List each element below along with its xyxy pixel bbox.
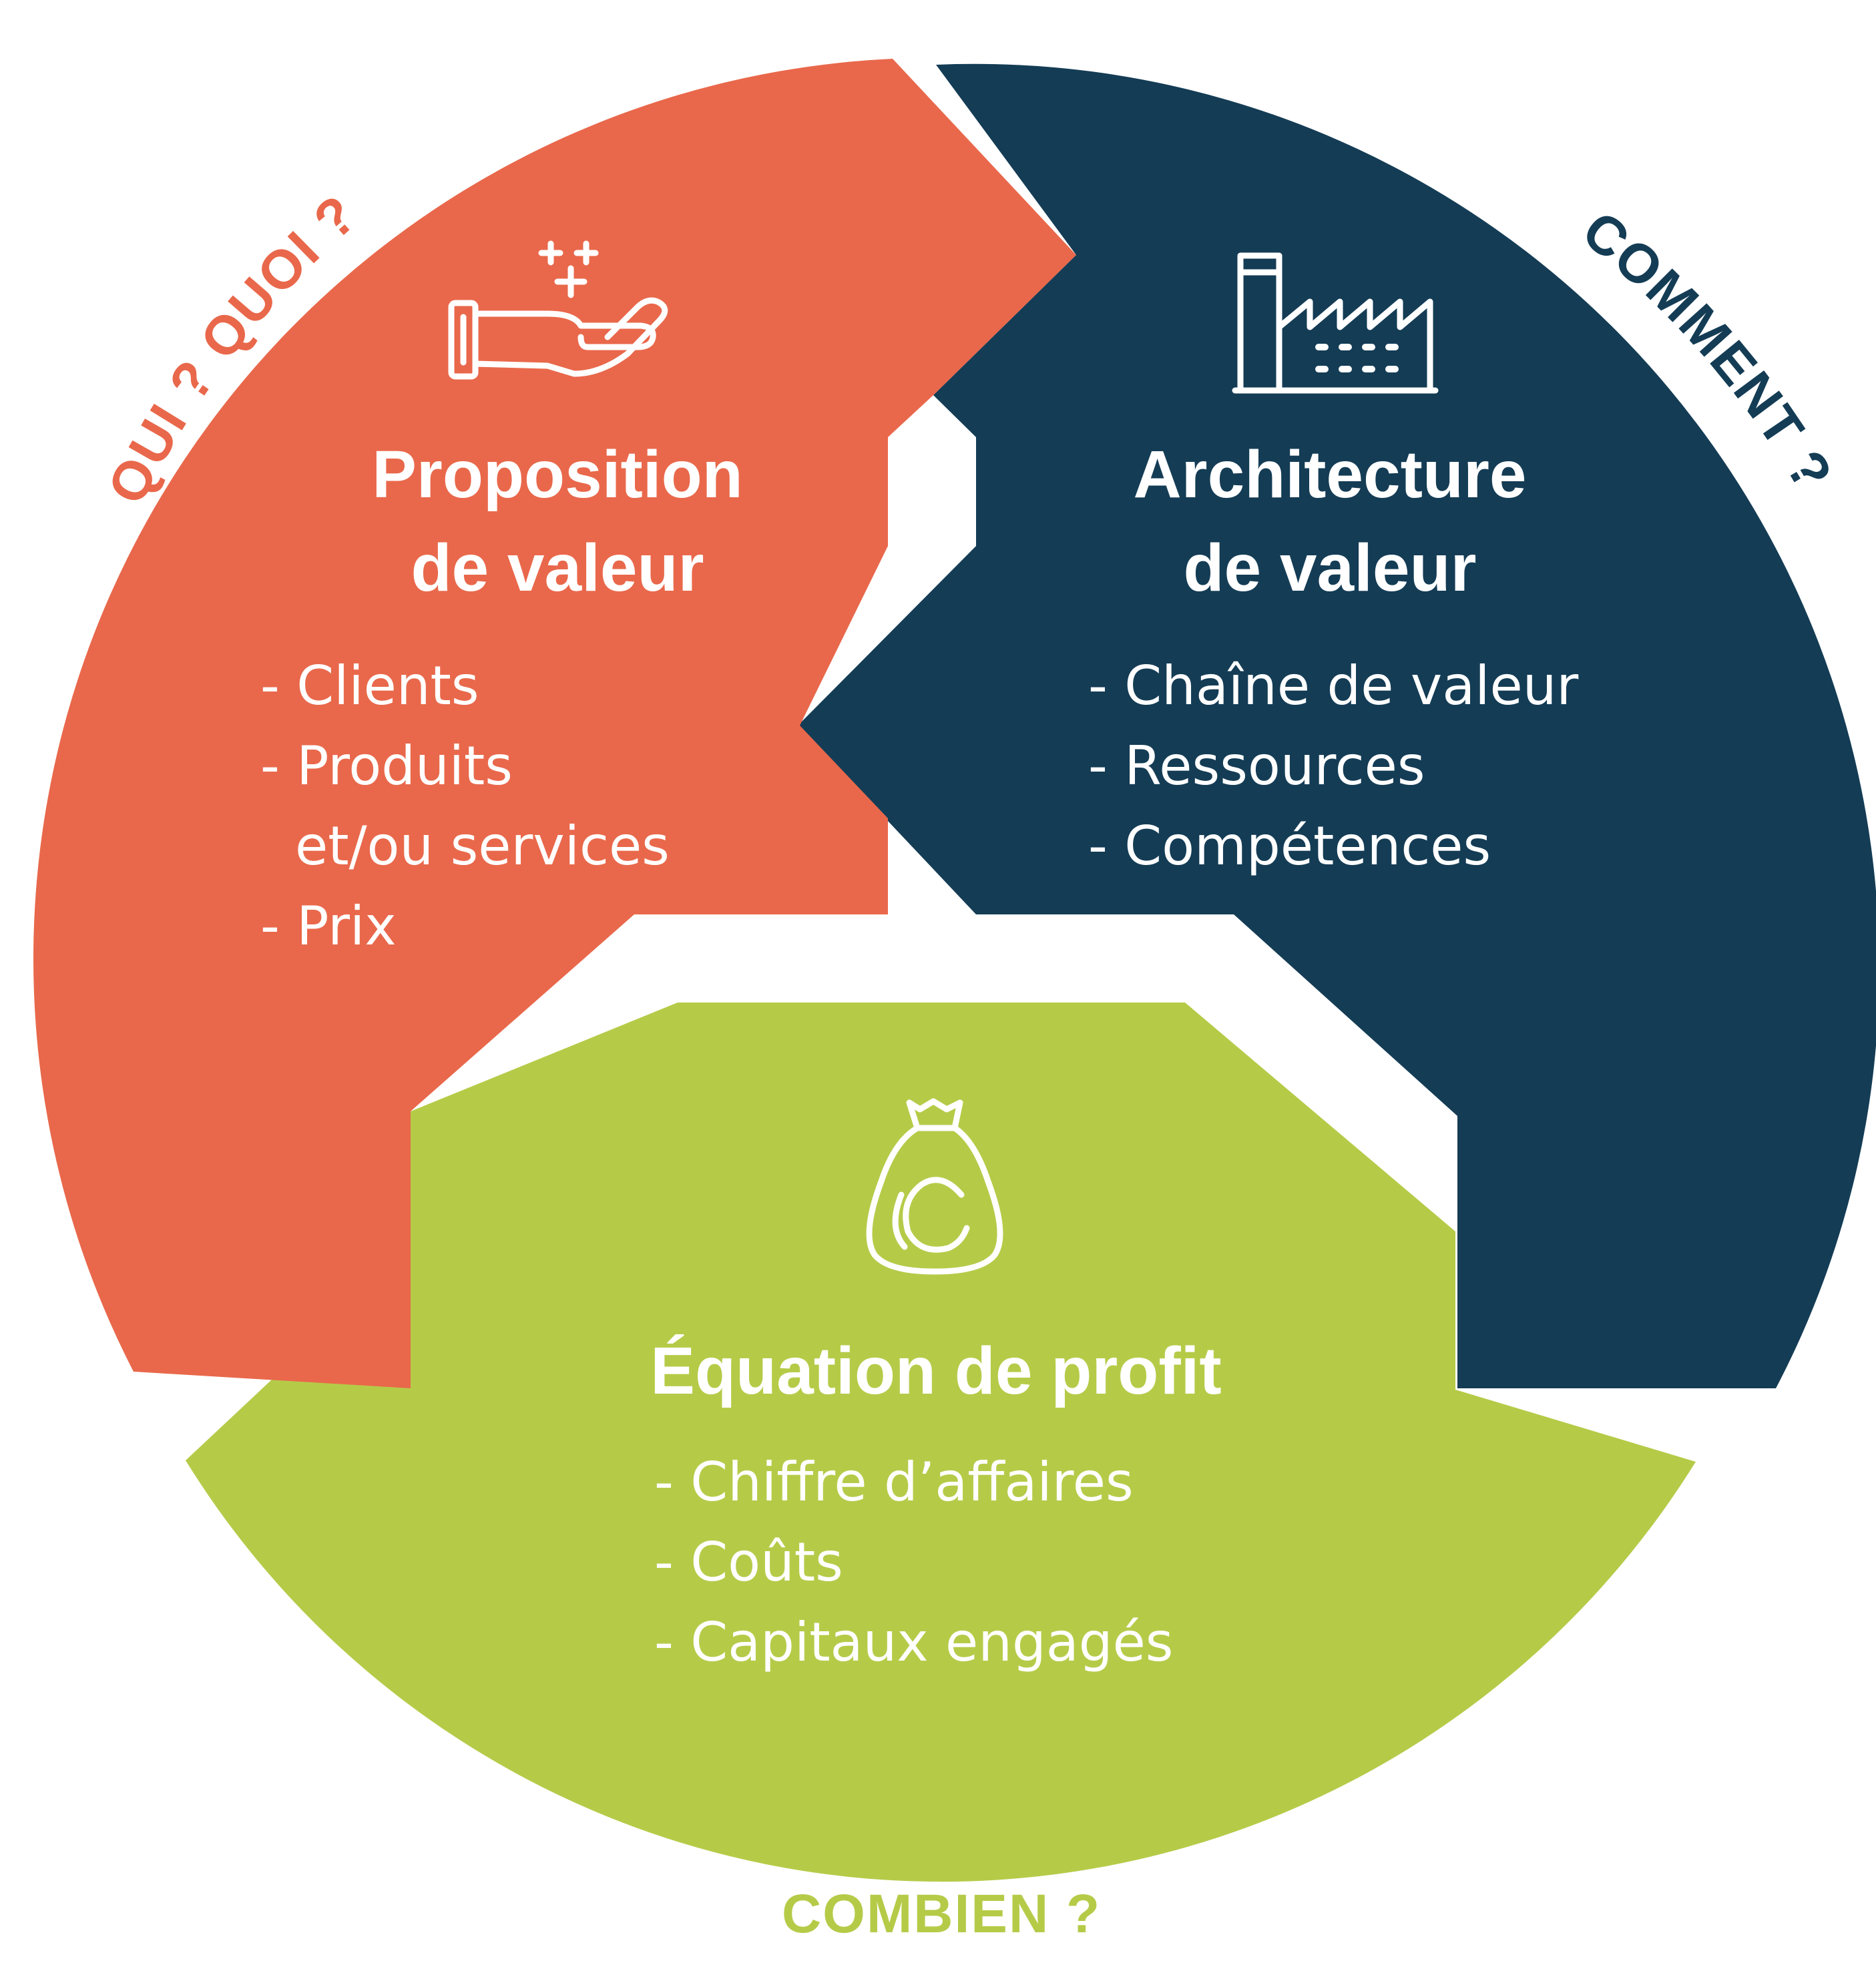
equation-item: - Chiffre d’affaires — [654, 1451, 1134, 1513]
factory-icon — [1232, 252, 1439, 394]
proposition-item: et/ou services — [295, 815, 670, 877]
proposition-item: - Prix — [260, 895, 397, 957]
architecture-title-line1: Architecture — [1133, 437, 1526, 512]
proposition-title-line2: de valeur — [411, 531, 704, 605]
architecture-item: - Ressources — [1088, 735, 1425, 797]
equation-segment — [186, 1003, 1696, 1882]
architecture-item: - Chaîne de valeur — [1088, 655, 1578, 717]
architecture-segment — [798, 63, 1876, 1388]
question-label-equation: COMBIEN ? — [782, 1884, 1101, 1944]
architecture-title-line2: de valeur — [1183, 531, 1476, 605]
proposition-item: - Produits — [260, 735, 513, 797]
architecture-item: - Compétences — [1088, 815, 1491, 877]
hand-offering-icon — [448, 240, 668, 380]
money-bag-icon — [866, 1098, 1003, 1275]
equation-title: Équation de profit — [650, 1334, 1221, 1408]
equation-item: - Coûts — [654, 1531, 843, 1593]
equation-item: - Capitaux engagés — [654, 1611, 1173, 1673]
proposition-item: - Clients — [260, 655, 479, 717]
proposition-segment — [33, 59, 1076, 1388]
proposition-title-line1: Proposition — [372, 437, 743, 512]
